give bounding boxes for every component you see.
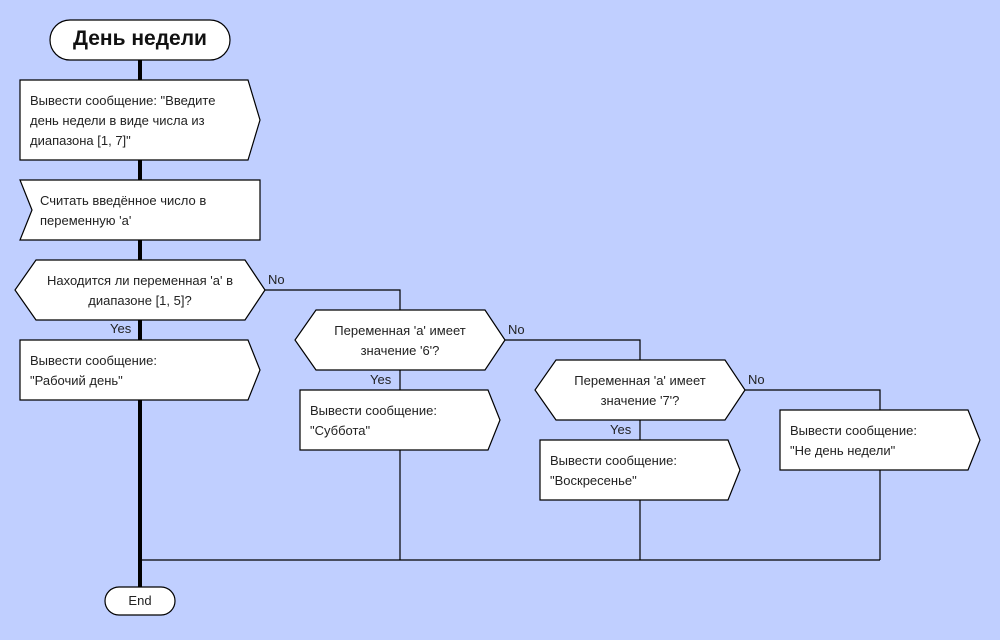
- yes-label-1: Yes: [110, 321, 132, 336]
- output-prompt-text: Вывести сообщение: "Введите день недели …: [30, 93, 216, 148]
- input-a-text: Считать введённое число в переменную 'a': [40, 193, 207, 228]
- out-workday-text: Вывести сообщение: "Рабочий день": [30, 353, 157, 388]
- cond-six-text: Переменная 'a' имеет значение '6'?: [334, 323, 466, 358]
- cond-seven-text: Переменная 'a' имеет значение '7'?: [574, 373, 706, 408]
- cond-six-shape[interactable]: [294, 309, 506, 371]
- out-sunday-text: Вывести сообщение: "Воскресенье": [550, 453, 677, 488]
- end-terminator[interactable]: [104, 586, 176, 616]
- no-label-2: No: [508, 322, 525, 337]
- out-invalid-shape[interactable]: [779, 409, 981, 471]
- cond-range-text: Находится ли переменная 'a' в диапазоне …: [46, 273, 234, 308]
- yes-label-2: Yes: [370, 372, 392, 387]
- connector-no-3: [745, 389, 881, 410]
- out-saturday-text: Вывести сообщение: "Суббота": [310, 403, 437, 438]
- cond-range-shape[interactable]: [14, 259, 266, 321]
- cond-seven-shape[interactable]: [534, 359, 746, 421]
- no-label-1: No: [268, 272, 285, 287]
- connector-no-1: [265, 289, 401, 310]
- connector-no-2: [505, 339, 641, 360]
- out-workday-shape[interactable]: [19, 339, 261, 401]
- yes-label-3: Yes: [610, 422, 632, 437]
- out-saturday-shape[interactable]: [299, 389, 501, 451]
- start-label: День недели: [73, 27, 207, 50]
- output-prompt-shape[interactable]: [19, 79, 261, 161]
- out-sunday-shape[interactable]: [539, 439, 741, 501]
- input-a-shape[interactable]: [19, 179, 261, 241]
- no-label-3: No: [748, 372, 765, 387]
- start-terminator[interactable]: [49, 19, 231, 61]
- end-label: End: [128, 593, 152, 608]
- out-invalid-text: Вывести сообщение: "Не день недели": [790, 423, 917, 458]
